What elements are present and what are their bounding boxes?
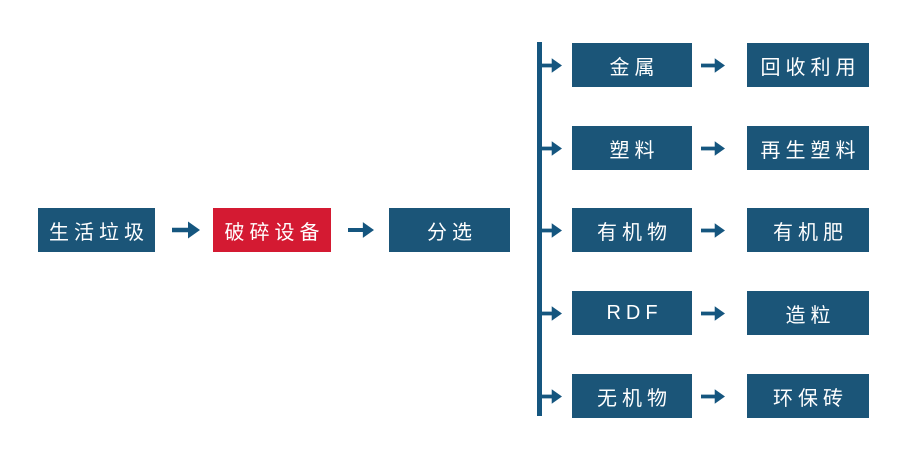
branch-source-box: 有机物 bbox=[572, 208, 692, 252]
arrow-right-icon bbox=[348, 221, 374, 239]
flow-box-household-waste-label: 生活垃圾 bbox=[49, 221, 149, 244]
flow-box-crushing-equipment-label: 破碎设备 bbox=[224, 221, 325, 244]
branch-result-box: 环保砖 bbox=[747, 374, 869, 418]
branch-result-box: 有机肥 bbox=[747, 208, 869, 252]
arrow-right-icon bbox=[538, 222, 562, 239]
flow-box-household-waste: 生活垃圾 bbox=[38, 208, 155, 252]
branch-source-box: 塑料 bbox=[572, 126, 692, 170]
branch-source-label: RDF bbox=[606, 301, 663, 324]
arrow-right-icon bbox=[538, 57, 562, 74]
branch-row-organic: 有机物 有机肥 bbox=[538, 208, 869, 252]
arrow-right-icon bbox=[538, 140, 562, 157]
branch-result-box: 再生塑料 bbox=[747, 126, 869, 170]
branch-result-label: 造粒 bbox=[785, 304, 836, 327]
branch-source-label: 有机物 bbox=[597, 221, 672, 244]
branch-row-plastic: 塑料 再生塑料 bbox=[538, 126, 869, 170]
arrow-right-icon bbox=[701, 305, 725, 322]
branch-row-inorganic: 无机物 环保砖 bbox=[538, 374, 869, 418]
branch-source-label: 塑料 bbox=[609, 139, 660, 162]
branch-result-box: 回收利用 bbox=[747, 43, 869, 87]
branch-result-box: 造粒 bbox=[747, 291, 869, 335]
arrow-right-icon bbox=[701, 57, 725, 74]
branch-row-metal: 金属 回收利用 bbox=[538, 43, 869, 87]
flow-box-sorting-label: 分选 bbox=[427, 221, 477, 244]
arrow-right-icon bbox=[538, 388, 562, 405]
flow-box-crushing-equipment: 破碎设备 bbox=[213, 208, 331, 252]
branch-source-label: 无机物 bbox=[597, 387, 672, 410]
arrow-right-icon bbox=[538, 305, 562, 322]
arrow-right-icon bbox=[172, 221, 200, 239]
main-flow-row: 生活垃圾 破碎设备 分选 bbox=[38, 208, 510, 252]
branch-source-box: RDF bbox=[572, 291, 692, 335]
branch-result-label: 再生塑料 bbox=[760, 139, 861, 162]
branch-result-label: 有机肥 bbox=[773, 221, 848, 244]
branch-row-rdf: RDF 造粒 bbox=[538, 291, 869, 335]
branch-result-label: 环保砖 bbox=[773, 387, 848, 410]
branch-result-label: 回收利用 bbox=[760, 56, 861, 79]
arrow-right-icon bbox=[701, 140, 725, 157]
arrow-right-icon bbox=[701, 222, 725, 239]
branch-source-label: 金属 bbox=[609, 56, 660, 79]
branch-source-box: 无机物 bbox=[572, 374, 692, 418]
branch-source-box: 金属 bbox=[572, 43, 692, 87]
flow-box-sorting: 分选 bbox=[389, 208, 510, 252]
arrow-right-icon bbox=[701, 388, 725, 405]
